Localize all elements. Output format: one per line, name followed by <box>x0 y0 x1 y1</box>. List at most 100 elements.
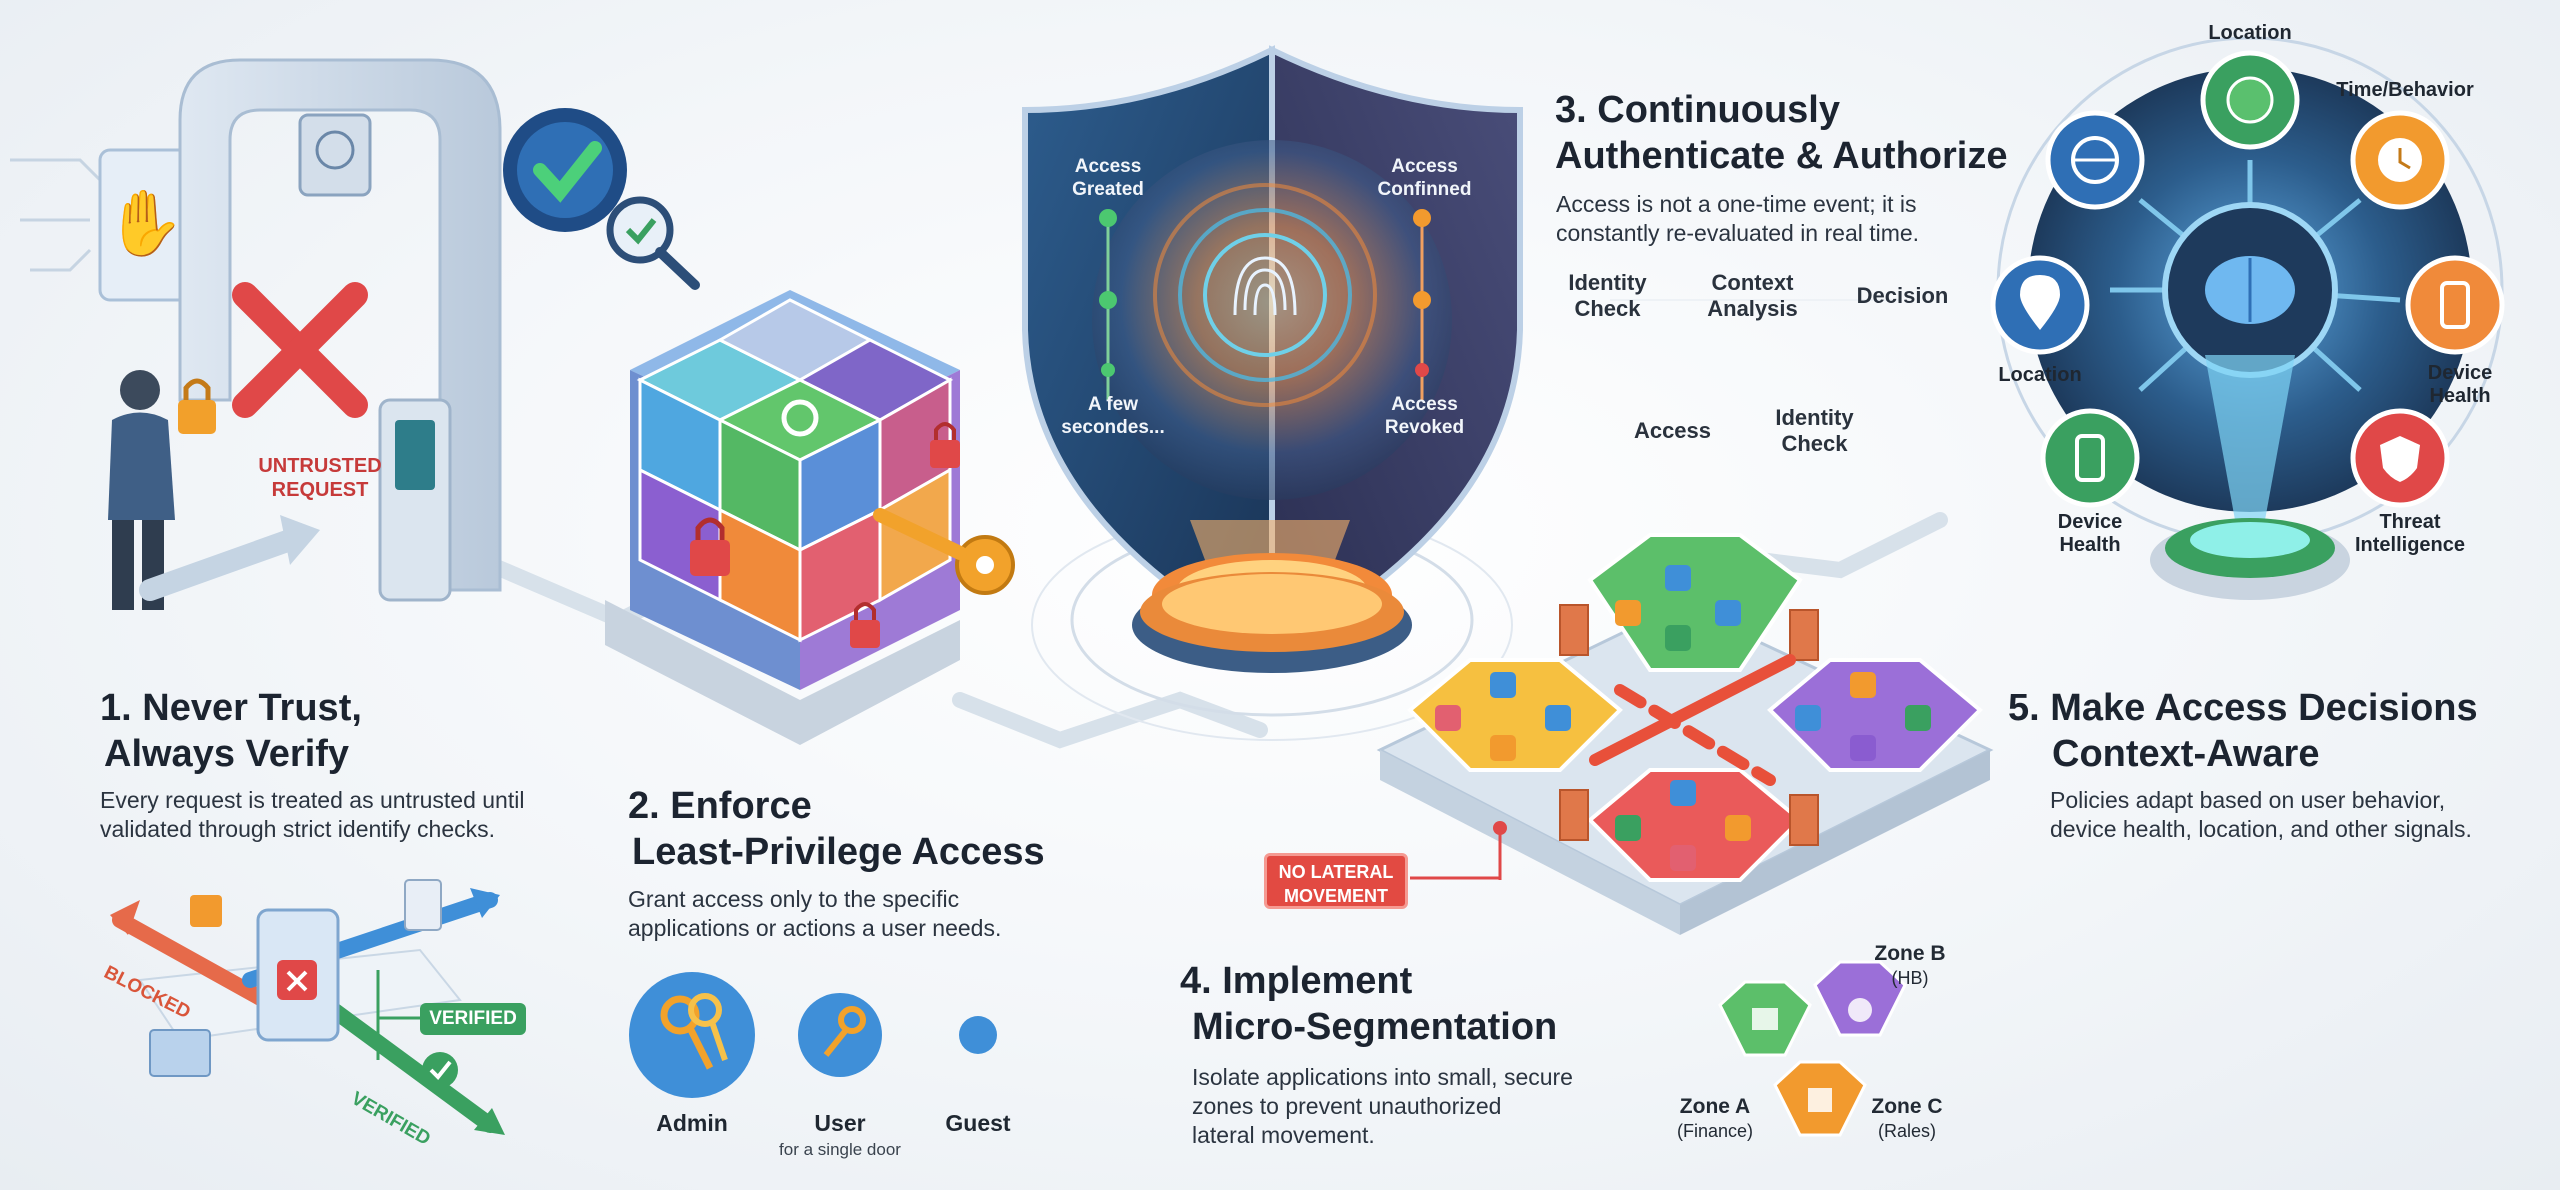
zone-a-label: Zone A (Finance) <box>1660 1095 1770 1143</box>
zone-cluster <box>1718 960 1907 1137</box>
description-line-1: Isolate applications into small, secure <box>1192 1064 1573 1090</box>
role-icons <box>629 972 997 1098</box>
zone-b-sub: (HB) <box>1891 968 1929 988</box>
verify-flow-graphic <box>110 879 505 1135</box>
flow-access: Access <box>1633 418 1712 443</box>
context-hub <box>1990 36 2505 600</box>
fingerprint-icon <box>1233 256 1297 316</box>
flow-identity-check-1: Identity Check <box>1568 270 1647 321</box>
envelope-icon <box>149 1029 211 1077</box>
key-icon <box>873 508 1015 595</box>
chart-icon <box>1808 1088 1832 1112</box>
deny-x-icon <box>232 282 368 418</box>
heading-line-2: Least-Privilege Access <box>632 831 1045 873</box>
description-line-2: zones to prevent unauthorized <box>1192 1093 1502 1119</box>
heading-line-1: 1. Never Trust, <box>100 687 362 729</box>
bank-icon <box>1752 1008 1778 1030</box>
description-line-3: lateral movement. <box>1192 1122 1375 1148</box>
hand-icon: ✋ <box>105 187 185 259</box>
heading-line-1: 4. Implement <box>1180 960 1413 1002</box>
zone-hex-bottom <box>1587 768 1803 882</box>
principle-4-description: Isolate applications into small, secure … <box>1192 1063 1573 1150</box>
description-line-1: Policies adapt based on user behavior, <box>2050 787 2446 813</box>
role-user-sub: for a single door <box>779 1140 901 1159</box>
ctx-device-health-right-label: Device Health <box>2427 362 2493 407</box>
untrusted-line-1: UNTRUSTED <box>258 455 382 477</box>
ctx-threat-intelligence-label: Threat Intelligence <box>2354 511 2466 556</box>
zone-c-name: Zone C <box>1871 1095 1943 1118</box>
access-confirmed-label: Access Confinned <box>1377 156 1472 200</box>
group-icon <box>1848 998 1872 1022</box>
continuous-auth-shield <box>1022 45 1523 741</box>
verified-badge: VERIFIED <box>420 1003 526 1035</box>
heading-line-1: 5. Make Access Decisions <box>2008 687 2478 729</box>
heading-line-2: Micro-Segmentation <box>1192 1006 1558 1048</box>
globe-icon <box>2045 110 2145 210</box>
role-user-label: User <box>814 1110 866 1136</box>
zone-c-label: Zone C (Rales) <box>1852 1095 1962 1143</box>
role-guest-label: Guest <box>945 1110 1011 1136</box>
untrusted-request-label: UNTRUSTED REQUEST <box>245 454 395 502</box>
clock-icon <box>2350 110 2450 210</box>
verification-gate: ✋ <box>10 58 700 610</box>
principle-5-heading: 5. Make Access Decisions Context-Aware <box>2008 685 2478 777</box>
principle-4-heading: 4. Implement Micro-Segmentation <box>1180 958 1557 1050</box>
zone-a-sub: (Finance) <box>1676 1121 1754 1141</box>
padlock-icon-2 <box>930 422 960 468</box>
description-line-1: Every request is treated as untrusted un… <box>100 787 525 813</box>
heading-line-2: Authenticate & Authorize <box>1555 135 2008 177</box>
principle-3-description: Access is not a one-time event; it is co… <box>1556 190 1919 248</box>
heading-line-2: Always Verify <box>104 733 350 775</box>
ctx-location-left-label: Location <box>1998 364 2082 386</box>
barrier <box>1589 654 1796 786</box>
description-line-2: device health, location, and other signa… <box>2050 816 2472 842</box>
description-line-2: constantly re-evaluated in real time. <box>1556 220 1920 246</box>
padlock-icon <box>178 378 216 434</box>
untrusted-line-2: REQUEST <box>271 479 369 501</box>
zone-c-sub: (Rales) <box>1877 1121 1936 1141</box>
privilege-cube <box>605 290 1015 745</box>
heading-line-2: Context-Aware <box>2052 733 2320 775</box>
no-lateral-movement-badge: NO LATERAL MOVEMENT <box>1264 853 1408 909</box>
zone-hex-top <box>1587 533 1803 672</box>
principle-1-heading: 1. Never Trust, Always Verify <box>100 685 362 777</box>
access-revoked-label: Access Revoked <box>1384 394 1465 438</box>
ctx-location-top-label: Location <box>2208 22 2292 44</box>
verified-arrow <box>312 992 498 1133</box>
principle-1-description: Every request is treated as untrusted un… <box>100 786 524 844</box>
zone-hex-right <box>1767 658 1983 772</box>
face-scanner <box>298 113 372 197</box>
firewall-icons <box>1559 604 1819 846</box>
description-line-2: validated through strict identify checks… <box>100 816 496 842</box>
user-figure <box>108 370 175 610</box>
request-arrow <box>139 529 301 601</box>
flow-decision: Decision <box>1856 283 1949 308</box>
zone-b-name: Zone B <box>1874 942 1946 965</box>
few-seconds-label: A few secondes... <box>1061 394 1165 438</box>
description-line-1: Access is not a one-time event; it is <box>1556 191 1917 217</box>
flow-context-analysis: Context Analysis <box>1707 270 1798 321</box>
padlock-icon-3 <box>850 602 880 648</box>
location-globe-icon <box>2200 50 2300 150</box>
padlock-icon-1 <box>690 517 730 576</box>
device-health-phone-icon <box>2405 255 2505 355</box>
threat-shield-icon <box>2350 408 2450 508</box>
location-pin-icon <box>1990 255 2090 355</box>
segmentation-platform <box>1376 533 1994 935</box>
guest-dot-icon <box>959 1016 997 1054</box>
brain-icon <box>2205 256 2295 324</box>
principle-2-description: Grant access only to the specific applic… <box>628 885 1001 943</box>
document-icon <box>404 879 442 931</box>
zone-a-name: Zone A <box>1679 1095 1751 1118</box>
ctx-time-behavior-label: Time/Behavior <box>2336 79 2474 101</box>
principle-2-heading: 2. Enforce Least-Privilege Access <box>628 783 1045 875</box>
heading-line-1: 2. Enforce <box>628 785 812 827</box>
circuit-lines <box>10 158 102 272</box>
heading-line-1: 3. Continuously <box>1555 89 1840 131</box>
device-phone-icon <box>2040 408 2140 508</box>
role-admin-label: Admin <box>656 1110 728 1136</box>
zone-b-label: Zone B (HB) <box>1855 942 1965 990</box>
principle-5-description: Policies adapt based on user behavior, d… <box>2050 786 2472 844</box>
zone-hex-left <box>1407 658 1623 772</box>
